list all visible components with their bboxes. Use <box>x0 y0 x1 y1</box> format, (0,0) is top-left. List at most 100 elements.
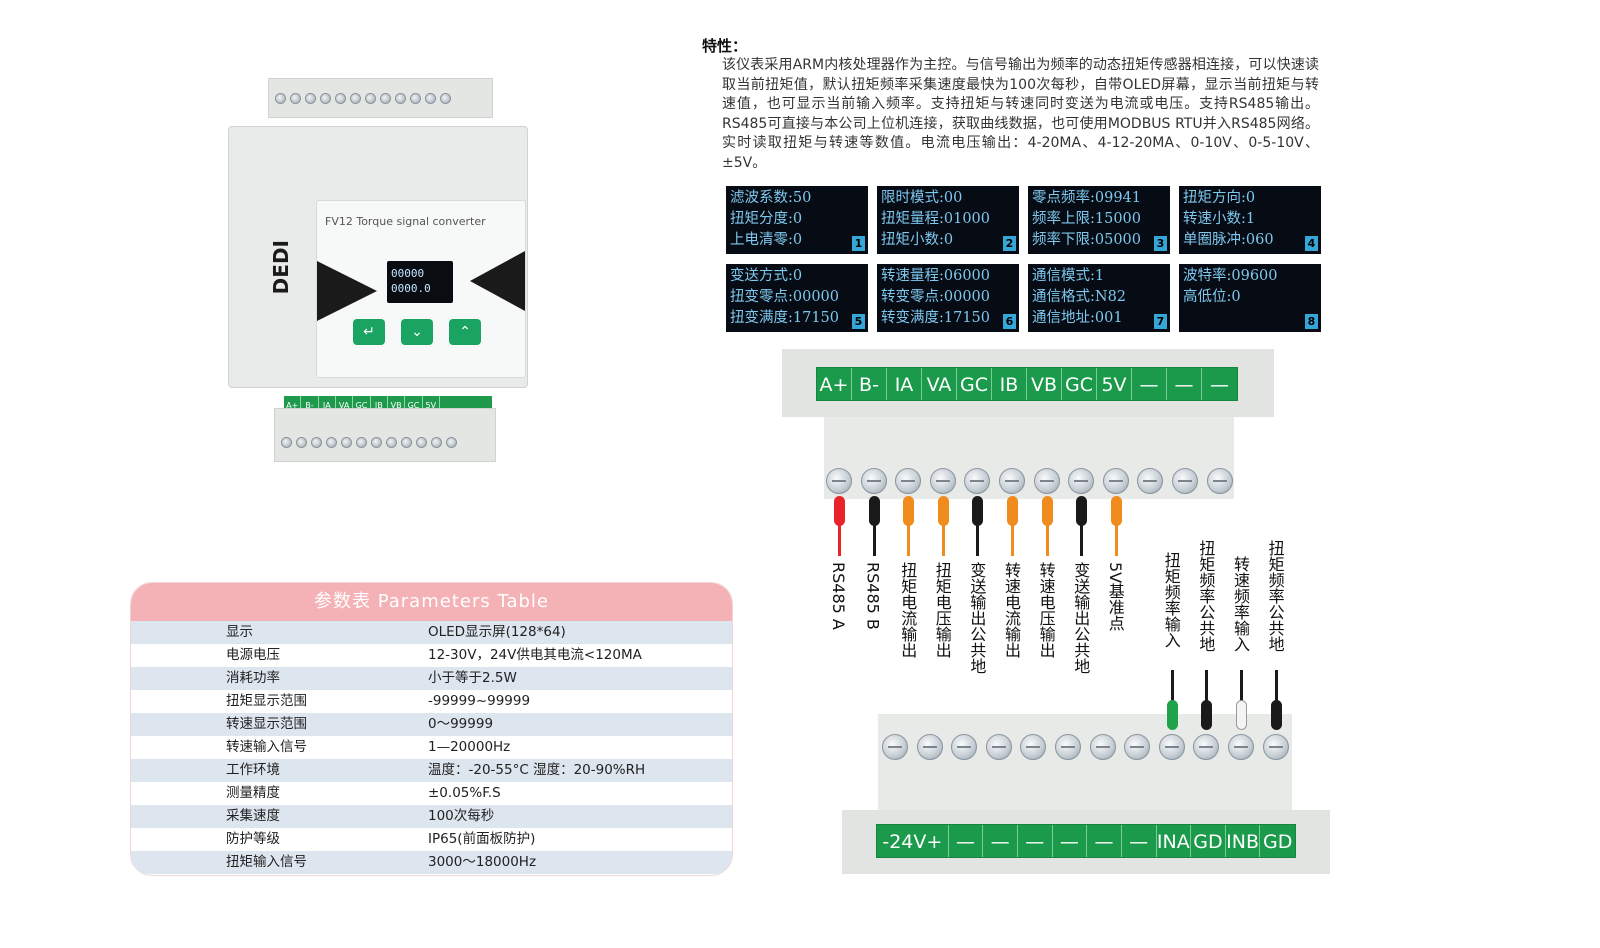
oled-panel-line: 频率下限:05000 <box>1032 232 1142 248</box>
oled-panel-line: 零点频率:09941 <box>1032 190 1142 206</box>
oled-panel-number: 8 <box>1305 314 1318 329</box>
wire-icon <box>872 522 876 556</box>
parameter-value: 0～99999 <box>428 716 494 732</box>
terminal-label: — <box>1053 825 1088 857</box>
terminal-screw-icon <box>929 468 956 494</box>
wire-connector-icon <box>1166 700 1178 730</box>
device-screw-icon <box>356 437 367 448</box>
parameter-value: -99999~99999 <box>428 693 531 709</box>
terminal-screw-icon <box>1262 734 1289 760</box>
parameter-value: 小于等于2.5W <box>428 670 517 686</box>
oled-panel-line: 扭矩分度:0 <box>730 211 803 227</box>
wire-connector-icon <box>1270 700 1282 730</box>
wire-label: 扭矩频率公共地 <box>1196 540 1216 652</box>
oled-panel-number: 5 <box>852 314 865 329</box>
wire-icon <box>1045 522 1049 556</box>
wire-icon <box>1205 670 1209 706</box>
device-screw-icon <box>296 437 307 448</box>
device-screw-icon <box>311 437 322 448</box>
parameter-value: OLED显示屏(128*64) <box>428 624 566 640</box>
terminal-screw-icon <box>1193 734 1220 760</box>
device-bottom-terminal <box>274 408 496 462</box>
oled-panel-line: 转变满度:17150 <box>881 310 991 326</box>
oled-panel-line: 转速小数:1 <box>1183 211 1256 227</box>
oled-panel-line: 扭矩小数:0 <box>881 232 954 248</box>
oled-panel-line: 通信格式:N82 <box>1032 289 1127 305</box>
wire-connector-icon <box>868 496 880 526</box>
device-screw-icon <box>320 93 331 104</box>
oled-panel-line: 扭变满度:17150 <box>730 310 840 326</box>
wire-connector-icon <box>1110 496 1122 526</box>
device-screw-icon <box>350 93 361 104</box>
device-button-row: ↵ ⌄ ⌃ <box>353 319 481 345</box>
oled-panel-number: 3 <box>1154 236 1167 251</box>
device-model-label: FV12 Torque signal converter <box>325 215 486 228</box>
oled-panel-line: 扭矩方向:0 <box>1183 190 1256 206</box>
terminal-screw-icon <box>1068 468 1095 494</box>
oled-panel-line: 通信模式:1 <box>1032 268 1105 284</box>
wire-connector-icon <box>1236 700 1247 730</box>
device-strip-label: VA <box>336 396 354 416</box>
terminal-screw-icon <box>1158 734 1185 760</box>
wire-connector-icon <box>1076 496 1088 526</box>
device-strip-label: A+ <box>284 396 302 416</box>
device-screw-icon <box>416 437 427 448</box>
parameter-name: 防护等级 <box>226 831 280 847</box>
upper-terminal-block <box>824 417 1234 499</box>
wire-label: 扭矩电流输出 <box>898 562 918 658</box>
device-screw-icon <box>341 437 352 448</box>
parameter-value: 3000～18000Hz <box>428 854 537 870</box>
features-title: 特性： <box>702 37 748 55</box>
terminal-label: — <box>983 825 1018 857</box>
wire-icon <box>976 522 980 556</box>
device-screw-icon <box>281 437 292 448</box>
wire-icon <box>941 522 945 556</box>
terminal-screw-icon <box>964 468 991 494</box>
terminal-screw-icon <box>1033 468 1060 494</box>
oled-panel-number: 4 <box>1305 236 1318 251</box>
parameter-name: 消耗功率 <box>226 670 280 686</box>
wire-connector-icon <box>903 496 915 526</box>
parameter-name: 工作环境 <box>226 762 280 778</box>
oled-panel-number: 2 <box>1003 236 1016 251</box>
wire-connector-icon <box>1007 496 1018 526</box>
parameters-row: 扭矩显示范围 -99999~99999 <box>131 690 732 713</box>
terminal-screw-icon <box>951 734 978 760</box>
terminal-screw-icon <box>1206 468 1233 494</box>
parameter-value: IP65(前面板防护) <box>428 831 536 847</box>
wire-icon <box>1114 522 1118 556</box>
terminal-screw-icon <box>1089 734 1116 760</box>
parameter-value: ±0.05%F.S <box>428 785 501 801</box>
terminal-label: GC <box>1062 368 1097 400</box>
device-oled-display: 00000 0000.0 <box>387 261 453 303</box>
terminal-screw-icon <box>1228 734 1254 760</box>
oled-panel-number: 1 <box>852 236 865 251</box>
device-front-panel: FV12 Torque signal converter 00000 0000.… <box>316 200 526 378</box>
parameter-name: 扭矩显示范围 <box>226 693 307 709</box>
parameter-name: 转速输入信号 <box>226 739 307 755</box>
oled-panel-line: 变送方式:0 <box>730 268 803 284</box>
wire-icon <box>1170 670 1174 706</box>
wire-icon <box>838 522 841 556</box>
device-top-terminal <box>268 78 493 118</box>
parameter-value: 温度：-20-55°C 湿度：20-90%RH <box>428 762 646 778</box>
terminal-label: 5V <box>1097 368 1132 400</box>
terminal-label: INB <box>1226 825 1261 857</box>
wire-connector-icon <box>1201 700 1213 730</box>
wire-connector-icon <box>834 496 845 526</box>
lower-terminal-block <box>878 714 1292 810</box>
wire-icon <box>907 522 911 556</box>
oled-panel-line: 扭矩量程:01000 <box>881 211 991 227</box>
device-screw-icon <box>305 93 316 104</box>
return-icon: ↵ <box>353 319 385 345</box>
